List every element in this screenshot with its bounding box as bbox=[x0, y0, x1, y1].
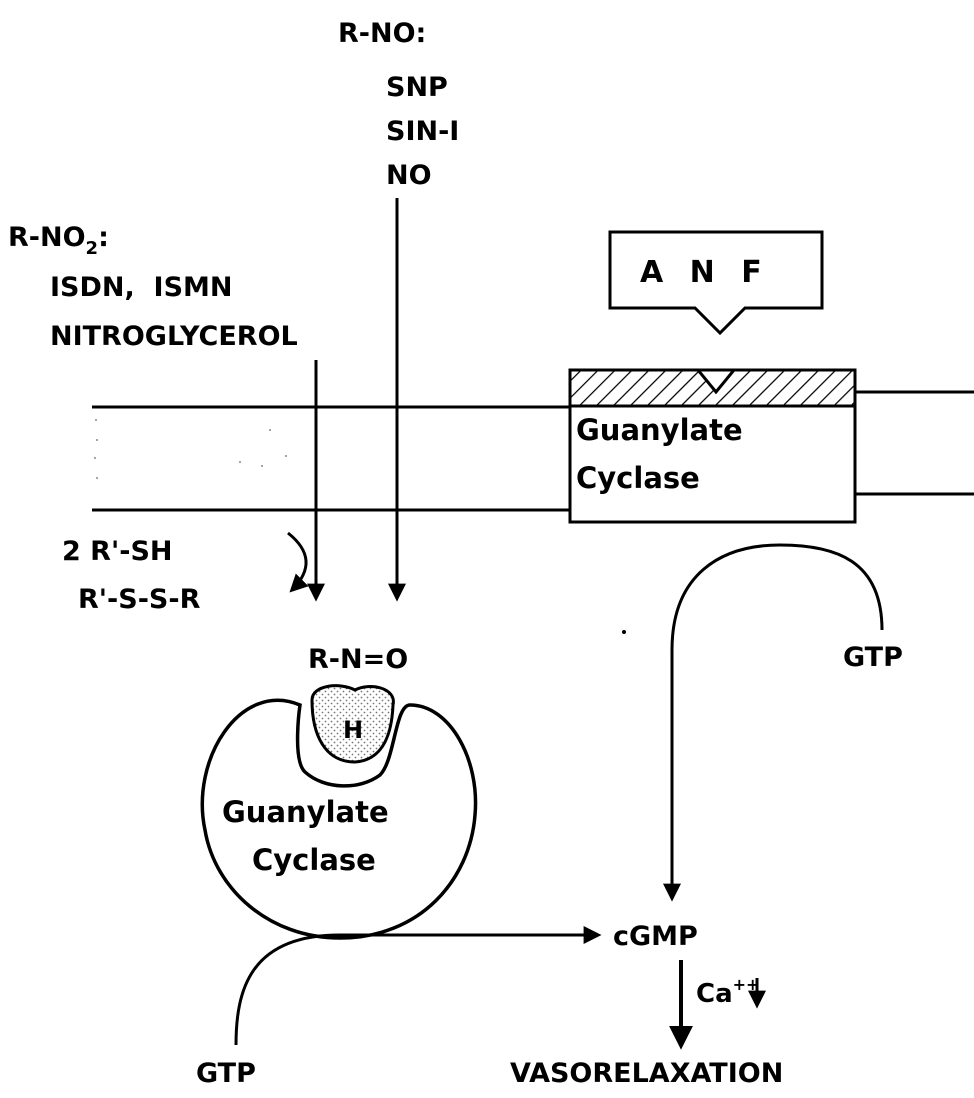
rno-item-snp: SNP bbox=[386, 72, 448, 103]
calcium-text: Ca++ bbox=[696, 975, 759, 1009]
rno-item-sin1: SIN-I bbox=[386, 116, 459, 147]
rno2-line2: NITROGLYCEROL bbox=[50, 321, 298, 352]
rno-donor-group: R-NO: SNP SIN-I NO bbox=[338, 18, 459, 191]
membrane-enzyme-line2: Cyclase bbox=[576, 461, 700, 495]
membrane-enzyme-line1: Guanylate bbox=[576, 413, 743, 447]
thiol-curved-arrow bbox=[288, 533, 306, 590]
cgmp-label: cGMP bbox=[613, 921, 698, 952]
rno2-donor-group: R-NO2: ISDN, ISMN NITROGLYCEROL bbox=[8, 222, 298, 352]
anf-ligand: A N F bbox=[610, 232, 822, 333]
heme-label: H bbox=[343, 716, 363, 744]
rno2-heading: R-NO2: bbox=[8, 222, 109, 259]
vasorelaxation-label: VASORELAXATION bbox=[510, 1058, 783, 1089]
gtp-to-cgmp-arrow-membrane bbox=[672, 545, 882, 898]
rno-heading: R-NO: bbox=[338, 18, 426, 49]
membrane-guanylate-cyclase: Guanylate Cyclase bbox=[570, 370, 855, 522]
membrane-stipple bbox=[94, 419, 287, 479]
calcium-decrease: Ca++ bbox=[696, 975, 759, 1009]
gtp-bottom-label: GTP bbox=[196, 1058, 256, 1089]
rno2-line1: ISDN, ISMN bbox=[50, 272, 233, 303]
rno2-heading-main: R-NO bbox=[8, 222, 86, 253]
anf-label: A N F bbox=[640, 255, 770, 290]
calcium-label: Ca bbox=[696, 979, 733, 1009]
rno-item-no: NO bbox=[386, 160, 432, 191]
rno2-heading-sub: 2 bbox=[86, 238, 99, 259]
gtp-right-label: GTP bbox=[843, 642, 903, 673]
soluble-enzyme-line1: Guanylate bbox=[222, 795, 389, 829]
thiol-reactant: 2 R'-SH bbox=[62, 536, 173, 567]
thiol-product: R'-S-S-R bbox=[78, 584, 201, 615]
intermediate-label: R-N=O bbox=[308, 644, 408, 675]
soluble-enzyme-line2: Cyclase bbox=[252, 843, 376, 877]
rno2-heading-colon: : bbox=[98, 222, 109, 253]
thiol-reaction: 2 R'-SH R'-S-S-R bbox=[62, 533, 306, 615]
stray-dot bbox=[622, 630, 626, 634]
gtp-to-cgmp-arrow-soluble bbox=[236, 935, 598, 1045]
calcium-superscript: ++ bbox=[733, 975, 760, 994]
soluble-guanylate-cyclase: H Guanylate Cyclase bbox=[202, 686, 475, 938]
